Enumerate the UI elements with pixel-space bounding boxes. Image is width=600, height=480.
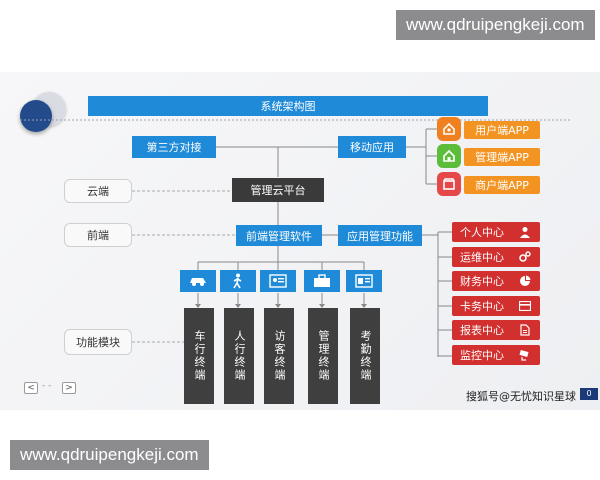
module-pedestrian-terminal: 人行终端: [224, 308, 254, 404]
function-item-personal: 个人中心: [452, 222, 540, 242]
row-label-modules: 功能模块: [64, 329, 132, 355]
slide-badge: 0: [580, 388, 598, 400]
function-item-operations: 运维中心: [452, 247, 540, 267]
module-attendance-terminal: 考勤终端: [350, 308, 380, 404]
module-car-terminal: 车行终端: [184, 308, 214, 404]
camera-icon: [518, 348, 532, 362]
module-visitor-terminal: 访客终端: [264, 308, 294, 404]
id-card-icon: [260, 270, 296, 292]
function-label: 财务中心: [460, 275, 504, 288]
watermark-top: www.qdruipengkeji.com: [396, 10, 595, 40]
credit-text: 搜狐号@无忧知识星球: [466, 390, 576, 403]
briefcase-icon: [304, 270, 340, 292]
connector-lines: [20, 119, 572, 357]
mobile-app-box: 移动应用: [338, 136, 406, 158]
function-item-monitor: 监控中心: [452, 345, 540, 365]
cloud-platform-box: 管理云平台: [232, 178, 324, 202]
shop-icon: [437, 172, 461, 196]
slide: 系统架构图 第三方对接 移动应用 管理云平台 前端管理软件 应用管理功能 云端 …: [0, 72, 600, 410]
function-item-finance: 财务中心: [452, 271, 540, 291]
document-icon: [518, 323, 532, 337]
home-icon: [437, 144, 461, 168]
walker-icon: [220, 270, 256, 292]
next-slide-button[interactable]: >: [62, 382, 76, 394]
slide-dots: - -: [42, 381, 52, 391]
function-label: 个人中心: [460, 226, 504, 239]
row-label-cloud: 云端: [64, 179, 132, 203]
app-item-admin: 管理端APP: [464, 148, 540, 166]
gears-icon: [518, 250, 532, 264]
module-management-terminal: 管理终端: [308, 308, 338, 404]
watermark-bottom: www.qdruipengkeji.com: [10, 440, 209, 470]
home-icon: [437, 117, 461, 141]
function-item-card: 卡务中心: [452, 296, 540, 316]
function-label: 运维中心: [460, 251, 504, 264]
function-label: 卡务中心: [460, 300, 504, 313]
frontend-software-box: 前端管理软件: [236, 225, 322, 246]
app-item-user: 用户端APP: [464, 121, 540, 139]
id-badge-icon: [346, 270, 382, 292]
app-functions-box: 应用管理功能: [338, 225, 422, 246]
diagram-title: 系统架构图: [88, 96, 488, 116]
car-icon: [180, 270, 216, 292]
function-label: 报表中心: [460, 324, 504, 337]
prev-slide-button[interactable]: <: [24, 382, 38, 394]
function-label: 监控中心: [460, 349, 504, 362]
function-item-report: 报表中心: [452, 320, 540, 340]
card-icon: [518, 299, 532, 313]
person-icon: [518, 225, 532, 239]
third-party-box: 第三方对接: [132, 136, 216, 158]
row-label-frontend: 前端: [64, 223, 132, 247]
pie-icon: [518, 274, 532, 288]
app-item-merchant: 商户端APP: [464, 176, 540, 194]
